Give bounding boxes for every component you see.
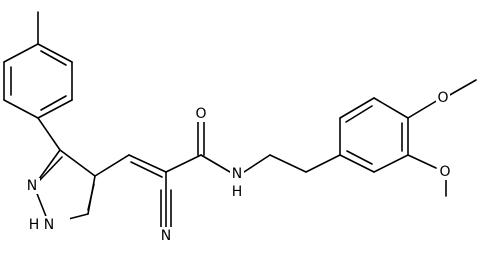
bond (373, 154, 409, 173)
bond (37, 43, 73, 63)
bond (94, 154, 130, 177)
bond (339, 97, 375, 119)
bond (407, 154, 437, 169)
bond (269, 154, 307, 173)
bond (243, 154, 271, 173)
pyrazole-h-label: H (29, 217, 40, 233)
bond (305, 154, 341, 173)
double-bond-inner (345, 105, 373, 123)
bond (3, 43, 39, 63)
atom-labels: O N H N N H N O O (26, 90, 452, 244)
bond (3, 99, 39, 119)
vinyl-double-bond (128, 154, 167, 173)
tolyl-ring (3, 11, 73, 119)
double-bond-inner (40, 95, 67, 111)
pyrazole-n2-label: N (27, 178, 37, 194)
methoxy-oxygen-1-label: O (437, 90, 448, 106)
bond (200, 154, 231, 173)
double-bond-inner (346, 150, 373, 165)
pyrazole-n1-label: N (44, 217, 54, 233)
dimethoxyphenyl-ring (339, 97, 409, 173)
methoxy-methyl-bond (447, 79, 477, 97)
double-bond-inner (40, 50, 67, 66)
double-bond-inner (39, 156, 63, 181)
methoxy-oxygen-2-label: O (439, 164, 450, 180)
bond (407, 99, 439, 119)
amide-hydrogen-label: H (232, 184, 243, 200)
double-bond-inner (87, 183, 95, 211)
aryl-link-bond (37, 117, 61, 151)
vinyl-double-bond-inner (130, 161, 163, 178)
bond (37, 99, 73, 119)
bond (59, 149, 96, 177)
nitrile-nitrogen-label: N (161, 228, 171, 244)
pyrazole-ring (33, 149, 96, 225)
bond (373, 97, 409, 119)
amide-nitrogen-label: N (232, 166, 242, 182)
carbonyl-oxygen-label: O (195, 106, 206, 122)
bond (339, 154, 375, 173)
bond (165, 154, 202, 173)
